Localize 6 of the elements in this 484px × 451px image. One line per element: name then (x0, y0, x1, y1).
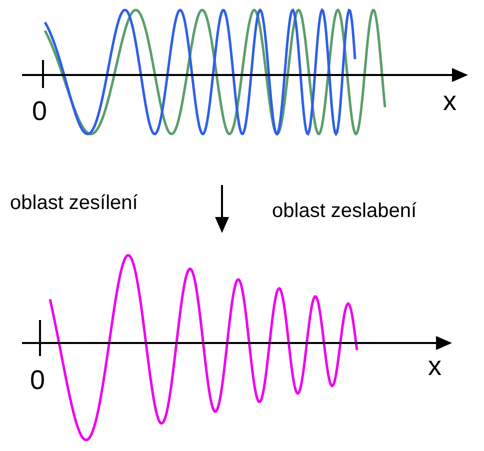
axis-origin-label: 0 (30, 367, 46, 394)
region-label: oblast zesílení (10, 193, 138, 213)
axis-label: x (443, 88, 456, 115)
region-label: oblast zeslabení (272, 201, 417, 221)
axis-label: x (428, 353, 442, 380)
axis-origin-label: 0 (32, 98, 48, 125)
